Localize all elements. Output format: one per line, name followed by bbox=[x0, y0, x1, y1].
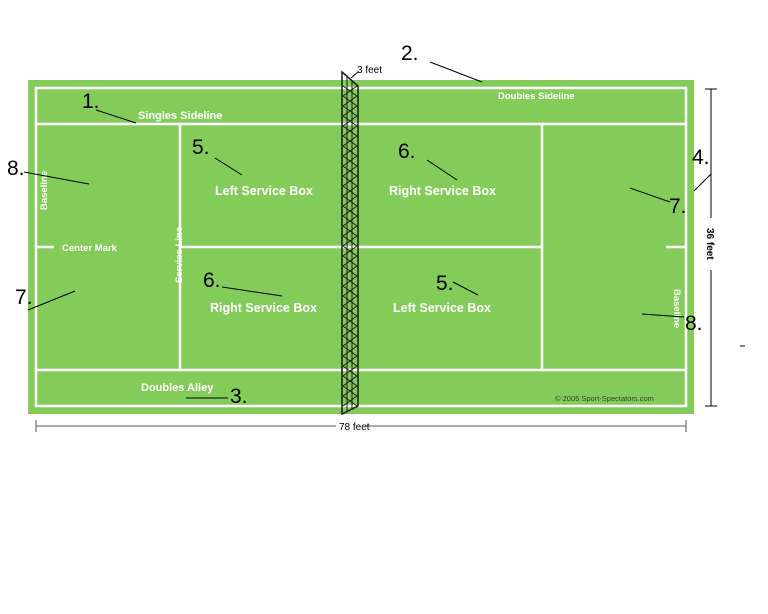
marker-5-right: 5. bbox=[436, 272, 454, 295]
net-height-label: 3 feet bbox=[357, 65, 382, 76]
length-label: 78 feet bbox=[339, 422, 370, 433]
width-dimension-line bbox=[705, 88, 717, 407]
baseline-label-right: Baseline bbox=[671, 289, 682, 328]
marker-6-right: 6. bbox=[398, 140, 416, 163]
marker-7-left: 7. bbox=[15, 286, 33, 309]
length-dimension-line bbox=[35, 420, 687, 432]
singles-sideline-label: Singles Sideline bbox=[138, 110, 222, 122]
service-line-label: Service Line bbox=[174, 227, 185, 283]
marker-4: 4. bbox=[692, 146, 710, 169]
right-service-box-label-bottom-left: Right Service Box bbox=[210, 301, 317, 315]
marker-6-left: 6. bbox=[203, 269, 221, 292]
net bbox=[341, 70, 359, 416]
copyright-label: © 2005 Sport-Spectators.com bbox=[555, 394, 654, 403]
left-service-box-label-top-left: Left Service Box bbox=[215, 184, 313, 198]
doubles-alley-label: Doubles Alley bbox=[141, 382, 214, 394]
doubles-sideline-label: Doubles Sideline bbox=[498, 91, 575, 102]
baseline-label-left: Baseline bbox=[39, 171, 50, 210]
marker-5-left: 5. bbox=[192, 136, 210, 159]
width-label: 36 feet bbox=[704, 228, 715, 260]
left-service-box-label-bottom-right: Left Service Box bbox=[393, 301, 491, 315]
marker-1: 1. bbox=[82, 90, 100, 113]
marker-pointers bbox=[23, 61, 712, 399]
right-service-box-label-top-right: Right Service Box bbox=[389, 184, 496, 198]
marker-2: 2. bbox=[401, 42, 419, 65]
marker-7-right: 7. bbox=[669, 195, 687, 218]
marker-8-right: 8. bbox=[685, 312, 703, 335]
center-mark-label: Center Mark bbox=[62, 243, 118, 254]
court-lines bbox=[34, 86, 688, 408]
net-mesh-lines bbox=[342, 85, 358, 407]
net-height-pointer bbox=[350, 71, 359, 79]
marker-8-left: 8. bbox=[7, 157, 25, 180]
marker-3: 3. bbox=[230, 385, 248, 408]
